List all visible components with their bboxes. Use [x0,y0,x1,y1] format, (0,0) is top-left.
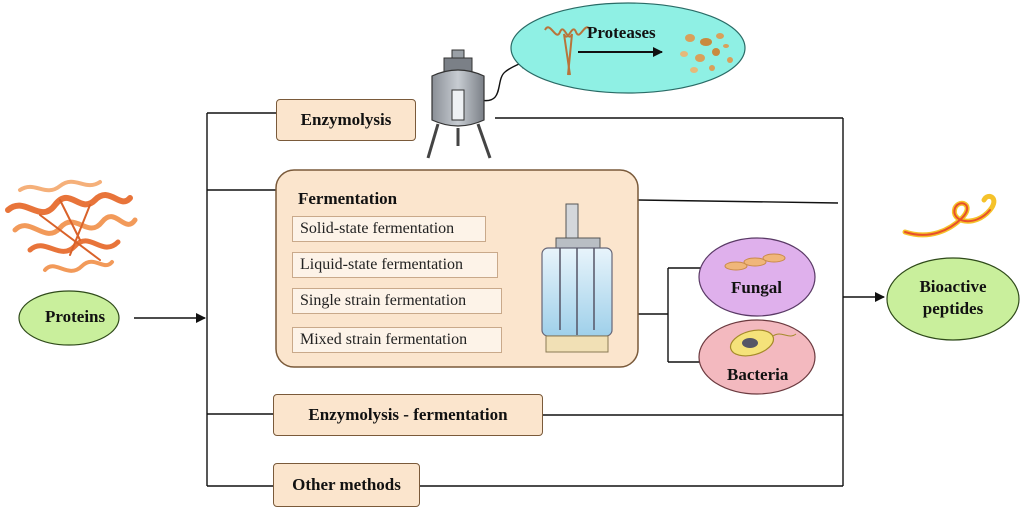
fungal-cells-illustration [724,253,786,271]
fermentation-type-item: Liquid-state fermentation [292,252,498,278]
enzyme-reactor-tank-icon [426,49,492,159]
bacteria-ellipse [698,319,816,395]
connector-lines [134,59,885,487]
fermentation-type-item: Mixed strain fermentation [292,327,502,353]
peptide-ribbon-illustration [902,193,997,238]
bacterium-illustration [729,329,797,357]
fermentation-type-item: Solid-state fermentation [292,216,486,242]
fungal-ellipse [698,237,816,317]
bioactive-peptides-line1: Bioactive [919,277,987,296]
bioactive-peptides-ellipse [886,257,1020,341]
bioactive-peptides-line2: peptides [922,299,984,318]
bioreactor-icon [541,203,613,353]
protease-enzymes-illustration [544,26,591,76]
enzymolysis-fermentation-box: Enzymolysis - fermentation [273,394,543,436]
protein-structure-illustration [5,179,138,273]
proteases-ellipse [510,2,746,94]
fungal-label: Fungal [731,278,783,297]
proteins-label: Proteins [45,307,106,326]
enzymolysis-box: Enzymolysis [276,99,416,141]
bioactive-peptides-label: Bioactive peptides [895,276,1011,320]
proteins-ellipse [18,290,120,346]
fermentation-title: Fermentation [298,189,398,208]
other-methods-box: Other methods [273,463,420,507]
peptide-fragments-illustration [680,33,733,73]
bacteria-label: Bacteria [727,365,789,384]
proteases-label: Proteases [587,23,656,42]
fermentation-type-item: Single strain fermentation [292,288,502,314]
fermentation-out-line [637,199,839,204]
